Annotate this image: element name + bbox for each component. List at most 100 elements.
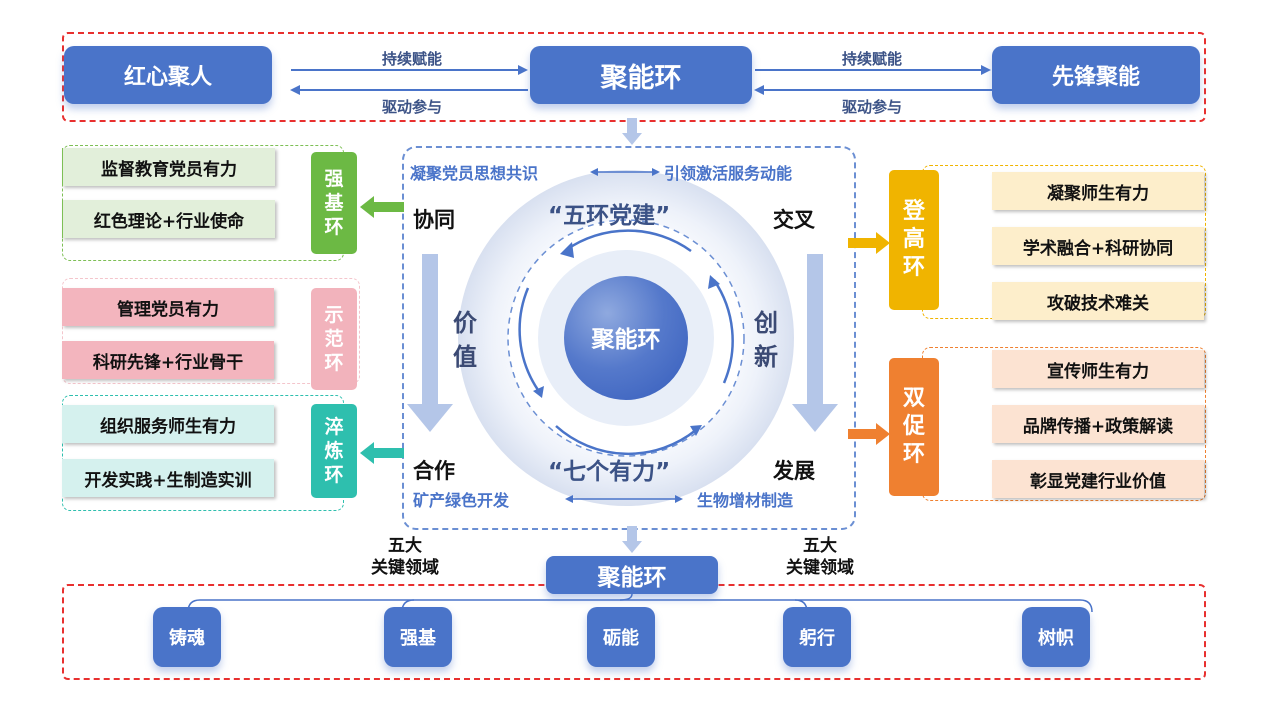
climbing-item: 攻破技术难关 (992, 282, 1204, 320)
right-backward-line (764, 89, 992, 91)
ring-char: 双 (902, 386, 925, 411)
ring-char: 环 (324, 464, 344, 486)
center-top-left-text: 凝聚党员思想共识 (410, 164, 539, 183)
arrow-left-icon (290, 85, 300, 95)
caption-line: 关键领域 (786, 558, 854, 578)
ring-char: 范 (324, 328, 344, 350)
corner-development: 发展 (773, 459, 815, 483)
ring-char: 示 (324, 304, 344, 326)
corner-cooperation: 合作 (413, 459, 455, 483)
strong-base-item-text: 红色理论+行业使命 (93, 211, 245, 232)
ring-char: 环 (902, 255, 925, 280)
tempering-item: 开发实践+生制造实训 (62, 459, 274, 497)
left-forward-line (291, 69, 519, 71)
ring-char: 环 (324, 216, 344, 238)
tempering-item-text: 组织服务师生有力 (100, 416, 236, 437)
right-down-arrow-icon (792, 254, 838, 432)
energy-ring-hub-box: 聚能环 (546, 556, 718, 594)
bottom-node-label: 砺能 (603, 628, 639, 649)
arrow-right-icon (981, 65, 991, 75)
pioneer-energy-box: 先锋聚能 (992, 46, 1200, 104)
bottom-node-practice: 躬行 (783, 607, 851, 667)
side-innovation-label: 创 新 (754, 306, 778, 374)
bottom-node-set-banner: 树帜 (1022, 607, 1090, 667)
ring-char: 淬 (324, 416, 344, 438)
caption-line: 五大 (388, 536, 422, 556)
tempering-item-text: 开发实践+生制造实训 (84, 470, 252, 491)
ring-char: 基 (324, 192, 344, 214)
dual-promotion-item: 彰显党建行业价值 (992, 460, 1204, 498)
red-heart-gathering-label: 红心聚人 (123, 65, 212, 90)
climbing-item-text: 凝聚师生有力 (1047, 183, 1149, 204)
red-heart-gathering-box: 红心聚人 (64, 46, 272, 104)
arrow-left-green-icon (360, 196, 404, 218)
down-arrow-icon (622, 526, 642, 553)
right-key-areas-caption: 五大 关键领域 (775, 535, 865, 579)
caption-line: 五大 (803, 536, 837, 556)
arrow-right-icon (518, 65, 528, 75)
side-value-char: 价 (453, 309, 477, 337)
dual-promotion-item-text: 宣传师生有力 (1047, 361, 1149, 382)
left-down-arrow-icon (407, 254, 453, 432)
ring-char: 炼 (324, 440, 344, 462)
right-forward-label: 持续赋能 (841, 50, 902, 68)
corner-cross: 交叉 (773, 208, 815, 232)
double-arrow-icon (590, 168, 660, 176)
left-key-areas-caption: 五大 关键领域 (360, 535, 450, 579)
pioneer-energy-label: 先锋聚能 (1051, 65, 1140, 90)
ring-char: 强 (324, 168, 344, 190)
bottom-node-label: 铸魂 (169, 628, 205, 649)
center-top-right-text: 引领激活服务动能 (664, 164, 793, 183)
ring-char: 环 (902, 442, 925, 467)
bottom-node-label: 强基 (400, 628, 436, 649)
strong-base-item: 监督教育党员有力 (62, 148, 275, 186)
dual-promotion-item: 品牌传播+政策解读 (992, 405, 1204, 443)
strong-base-ring-label: 强 基 环 (311, 152, 357, 254)
bottom-node-label: 树帜 (1038, 628, 1074, 649)
bottom-node-strong-base: 强基 (384, 607, 452, 667)
right-backward-label: 驱动参与 (841, 98, 902, 116)
arrow-right-yellow-icon (848, 232, 890, 254)
central-ring-graphic (458, 170, 794, 506)
climbing-item: 学术融合+科研协同 (992, 227, 1204, 265)
climbing-item-text: 学术融合+科研协同 (1022, 238, 1174, 259)
center-bottom-right-text: 生物增材制造 (697, 491, 794, 510)
arrow-left-icon (754, 85, 764, 95)
side-innovation-char: 新 (754, 343, 778, 371)
quote-five-ring: “五环党建” (548, 203, 671, 229)
climbing-item-text: 攻破技术难关 (1047, 293, 1149, 314)
ring-char: 促 (902, 414, 925, 439)
demonstration-item: 科研先锋+行业骨干 (62, 341, 274, 379)
tempering-ring-label: 淬 炼 环 (311, 404, 357, 498)
down-arrow-icon (622, 118, 642, 145)
tempering-item: 组织服务师生有力 (62, 405, 274, 443)
ring-char: 环 (324, 352, 344, 374)
ring-char: 高 (902, 227, 925, 252)
demonstration-item-text: 管理党员有力 (117, 299, 219, 320)
strong-base-item: 红色理论+行业使命 (62, 200, 275, 238)
dual-promotion-item: 宣传师生有力 (992, 350, 1204, 388)
core-energy-ring-label: 聚能环 (591, 327, 661, 353)
ring-char: 登 (902, 199, 925, 224)
demonstration-ring-label: 示 范 环 (311, 288, 357, 390)
climbing-ring-label: 登 高 环 (889, 170, 939, 310)
side-innovation-char: 创 (754, 309, 778, 337)
demonstration-group-frame (62, 278, 360, 384)
dual-promotion-item-text: 品牌传播+政策解读 (1022, 416, 1174, 437)
quote-seven-strength: “七个有力” (548, 459, 671, 485)
left-forward-label: 持续赋能 (381, 50, 442, 68)
left-backward-line (300, 89, 528, 91)
demonstration-item: 管理党员有力 (62, 288, 274, 326)
bottom-node-label: 躬行 (799, 628, 835, 649)
bottom-node-hone-ability: 砺能 (587, 607, 655, 667)
demonstration-item-text: 科研先锋+行业骨干 (92, 352, 244, 373)
dual-promotion-item-text: 彰显党建行业价值 (1030, 471, 1166, 492)
energy-ring-top-label: 聚能环 (600, 62, 682, 94)
left-backward-label: 驱动参与 (381, 98, 442, 116)
dual-promotion-ring-label: 双 促 环 (889, 358, 939, 496)
side-value-label: 价 值 (453, 306, 477, 374)
caption-line: 关键领域 (371, 558, 439, 578)
energy-ring-top-box: 聚能环 (530, 46, 752, 104)
arrow-right-orange-icon (848, 423, 890, 445)
side-value-char: 值 (453, 343, 477, 371)
